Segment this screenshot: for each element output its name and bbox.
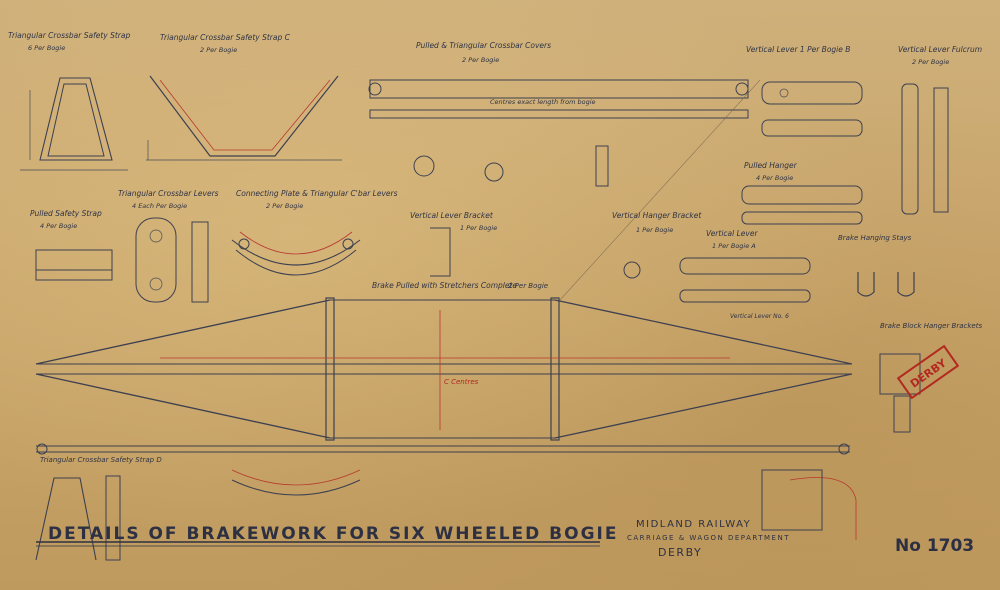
department-name: CARRIAGE & WAGON DEPARTMENT [627, 534, 790, 542]
detail-tri-crossbar-d: Triangular Crossbar Safety Strap D [35, 456, 361, 561]
detail-qty: 6 Per Bogie [28, 44, 65, 52]
detail-pulled-hanger: Pulled Hanger 4 Per Bogie [741, 161, 863, 225]
detail-title: Triangular Crossbar Safety Strap C [160, 33, 291, 42]
detail-brake-block-hanger: Brake Block Hanger Brackets [761, 322, 982, 540]
detail-title: Triangular Crossbar Safety Strap D [40, 456, 162, 464]
location-name: DERBY [658, 546, 702, 559]
detail-brake-hanger-stays: Brake Hanging Stays [838, 234, 915, 297]
detail-qty: 4 Per Bogie [756, 174, 793, 182]
title-block: DETAILS OF BRAKEWORK FOR SIX WHEELED BOG… [36, 519, 974, 559]
detail-title: Vertical Lever Bracket [410, 211, 494, 220]
detail-title: Pulled & Triangular Crossbar Covers [416, 41, 551, 50]
detail-qty: 2 Per Bogie [912, 58, 949, 66]
detail-tri-crossbar-levers: Triangular Crossbar Levers 4 Each Per Bo… [118, 189, 219, 303]
vertical-lever-note: Vertical Lever No. 6 [730, 313, 789, 320]
centres-label: C Centres [444, 378, 479, 386]
company-name: MIDLAND RAILWAY [636, 519, 751, 530]
detail-title: Triangular Crossbar Safety Strap [8, 31, 130, 40]
drawing-number: No 1703 [895, 536, 974, 556]
detail-title: Vertical Lever Fulcrum [898, 45, 982, 54]
detail-title: Vertical Lever [706, 229, 758, 238]
detail-tri-safety-strap-c: Triangular Crossbar Safety Strap C 2 Per… [146, 33, 342, 161]
detail-qty: 2 Per Bogie [508, 282, 548, 290]
detail-qty: 4 Each Per Bogie [132, 202, 187, 210]
detail-tri-safety-strap: Triangular Crossbar Safety Strap 6 Per B… [8, 31, 130, 171]
detail-title: Brake Block Hanger Brackets [880, 322, 982, 330]
detail-connecting-plate: Connecting Plate & Triangular C'bar Leve… [231, 189, 398, 276]
detail-vertical-lever-a: Vertical Lever 1 Per Bogie A Vertical Le… [679, 229, 811, 320]
detail-qty: 2 Per Bogie [462, 56, 499, 64]
detail-vertical-lever-bracket: Vertical Lever Bracket 1 Per Bogie [410, 155, 504, 277]
detail-qty: 2 Per Bogie [266, 202, 303, 210]
detail-title: Vertical Hanger Bracket [612, 211, 702, 220]
detail-brake-pulled-main: Brake Pulled with Stretchers Complete 2 … [35, 281, 853, 455]
detail-vertical-hanger-bracket: Vertical Hanger Bracket 1 Per Bogie [595, 145, 702, 279]
detail-vertical-lever-b: Vertical Lever 1 Per Bogie B [746, 45, 863, 137]
detail-vertical-lever-fulcrum: Vertical Lever Fulcrum 2 Per Bogie [898, 45, 982, 215]
centres-label: Centres exact length from bogie [490, 98, 596, 106]
detail-title: Brake Pulled with Stretchers Complete [372, 281, 517, 290]
detail-title: Triangular Crossbar Levers [118, 189, 219, 198]
detail-title: Pulled Hanger [744, 161, 798, 170]
detail-title: Pulled Safety Strap [30, 209, 102, 218]
detail-qty: 1 Per Bogie [460, 224, 497, 232]
detail-qty: 4 Per Bogie [40, 222, 77, 230]
detail-qty: 2 Per Bogie [200, 46, 237, 54]
detail-pulled-safety-strap: Pulled Safety Strap 4 Per Bogie [30, 209, 113, 281]
detail-qty: 1 Per Bogie A [712, 242, 756, 250]
drawing-title: DETAILS OF BRAKEWORK FOR SIX WHEELED BOG… [48, 524, 618, 544]
detail-qty: 1 Per Bogie [636, 226, 673, 234]
detail-pulled-tri-covers: Pulled & Triangular Crossbar Covers 2 Pe… [368, 41, 749, 119]
detail-title: Vertical Lever 1 Per Bogie B [746, 45, 850, 54]
detail-title: Brake Hanging Stays [838, 234, 912, 242]
detail-title: Connecting Plate & Triangular C'bar Leve… [236, 189, 398, 198]
